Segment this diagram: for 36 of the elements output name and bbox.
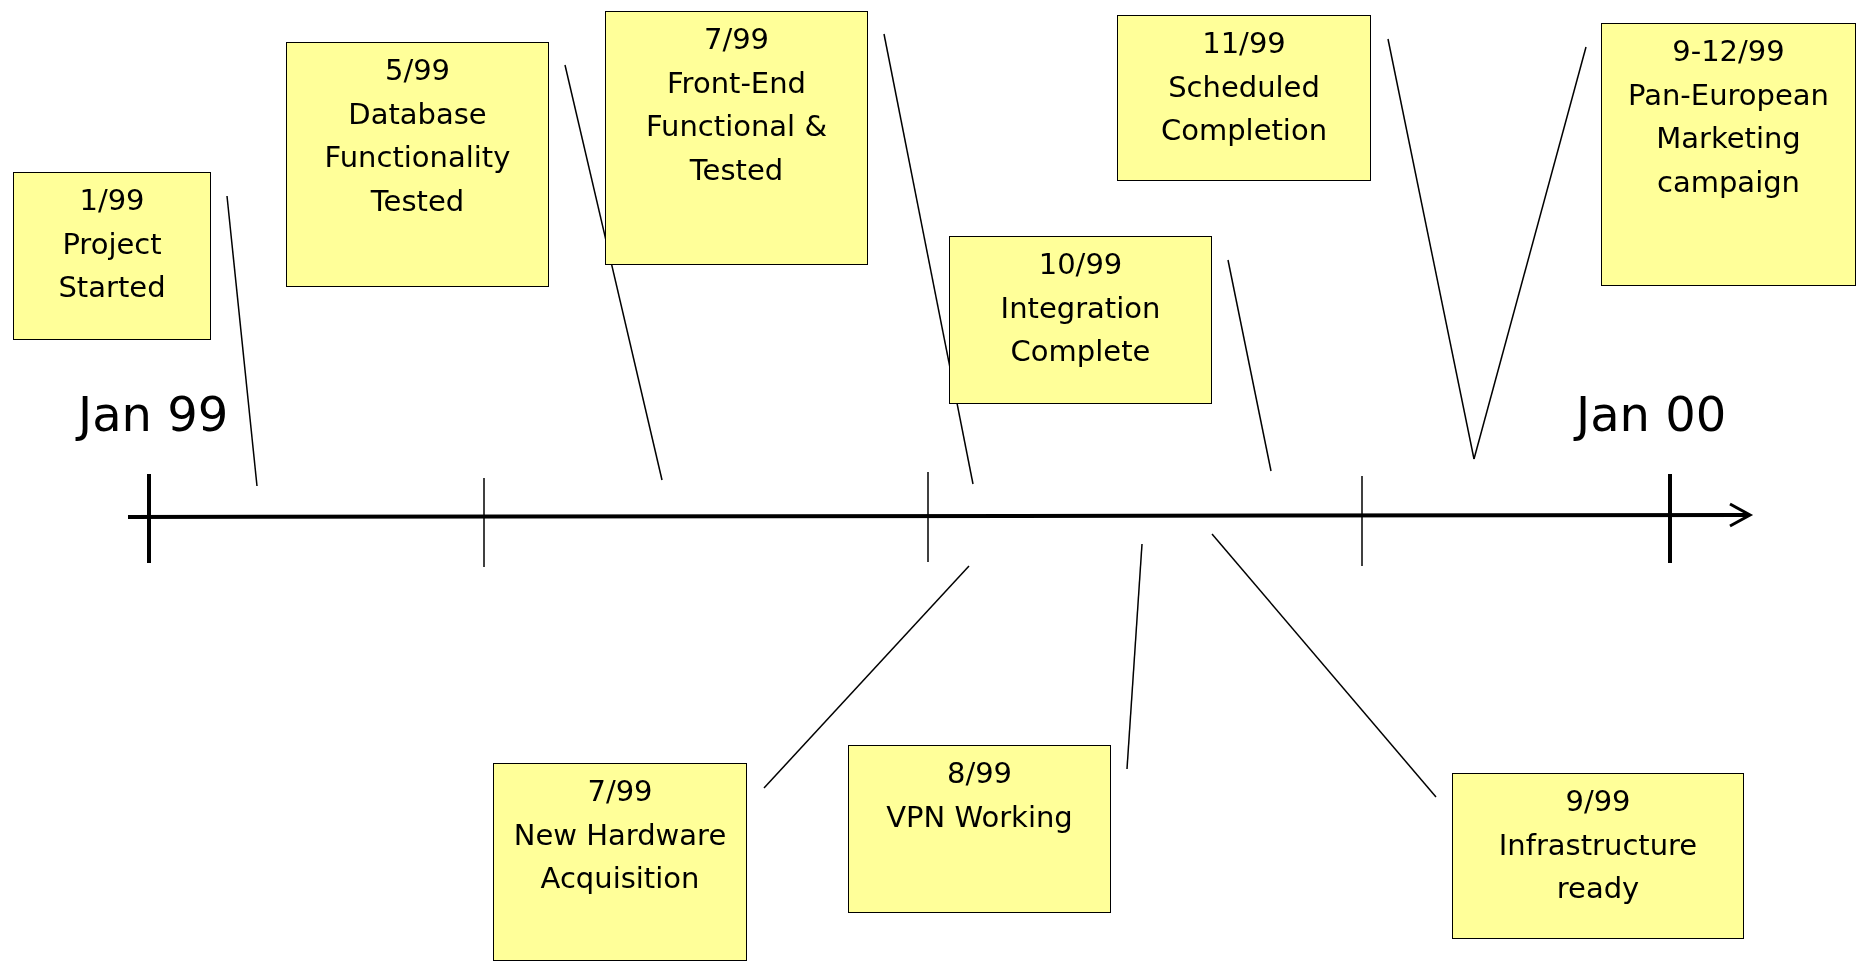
leader-line: [1227, 259, 1272, 472]
milestone-date: 7/99: [702, 21, 771, 58]
milestone-box: [1601, 23, 1856, 286]
milestone-date: 7/99: [586, 773, 654, 810]
leader-line: [1126, 543, 1143, 770]
leader-line: [226, 195, 258, 487]
leader-line: [883, 33, 974, 485]
leader-line: [1211, 533, 1437, 798]
milestone-box: [493, 763, 747, 961]
milestone-date: 9/99: [1564, 783, 1632, 820]
milestone-date: 5/99: [383, 52, 452, 89]
milestone-box: [949, 236, 1212, 404]
milestone-text: Database Functionality Tested: [323, 95, 512, 220]
milestone-text: Integration Complete: [999, 289, 1162, 370]
milestone-box: [286, 42, 549, 287]
milestone-box: [605, 11, 868, 265]
milestone-text: VPN Working: [885, 798, 1074, 836]
milestone-text: Project Started: [57, 225, 167, 306]
milestone-box: [1117, 15, 1371, 181]
milestone-date: 8/99: [945, 755, 1014, 792]
milestone-box: [848, 745, 1111, 913]
milestone-date: 9-12/99: [1671, 33, 1786, 70]
milestone-text: Front-End Functional & Tested: [645, 64, 828, 189]
milestone-text: Scheduled Completion: [1159, 68, 1329, 149]
milestone-text: Pan-European Marketing campaign: [1627, 76, 1830, 201]
leader-line: [1473, 46, 1587, 460]
leader-line: [1387, 38, 1475, 460]
leader-line: [763, 565, 970, 789]
milestone-text: New Hardware Acquisition: [512, 816, 728, 897]
milestone-date: 11/99: [1201, 25, 1287, 62]
milestone-date: 1/99: [78, 182, 146, 219]
milestone-date: 10/99: [1037, 246, 1124, 283]
milestone-box: [1452, 773, 1744, 939]
milestone-box: [13, 172, 211, 340]
milestone-text: Infrastructure ready: [1497, 826, 1699, 907]
leader-line: [564, 64, 663, 481]
